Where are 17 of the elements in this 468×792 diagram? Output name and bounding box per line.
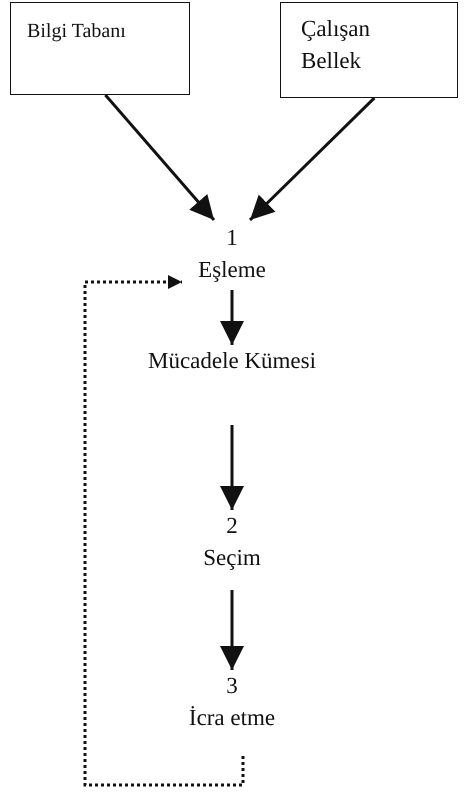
arrow [220,425,244,510]
arrow [248,96,376,222]
process-box [10,2,190,95]
arrow [220,290,244,345]
box-label: Çalışan Bellek [301,15,371,76]
process-box [280,2,458,98]
arrow [84,275,244,786]
step-label: Seçim [203,544,261,572]
box-label: Bilgi Tabanı [27,19,126,44]
step-label: Eşleme [198,256,266,284]
step-number: 2 [226,512,238,540]
step-label: İcra etme [188,704,276,732]
arrow [220,590,244,670]
step-number: 3 [226,672,238,700]
step-label: Mücadele Kümesi [148,347,316,375]
arrow [104,94,216,221]
step-number: 1 [226,224,238,252]
